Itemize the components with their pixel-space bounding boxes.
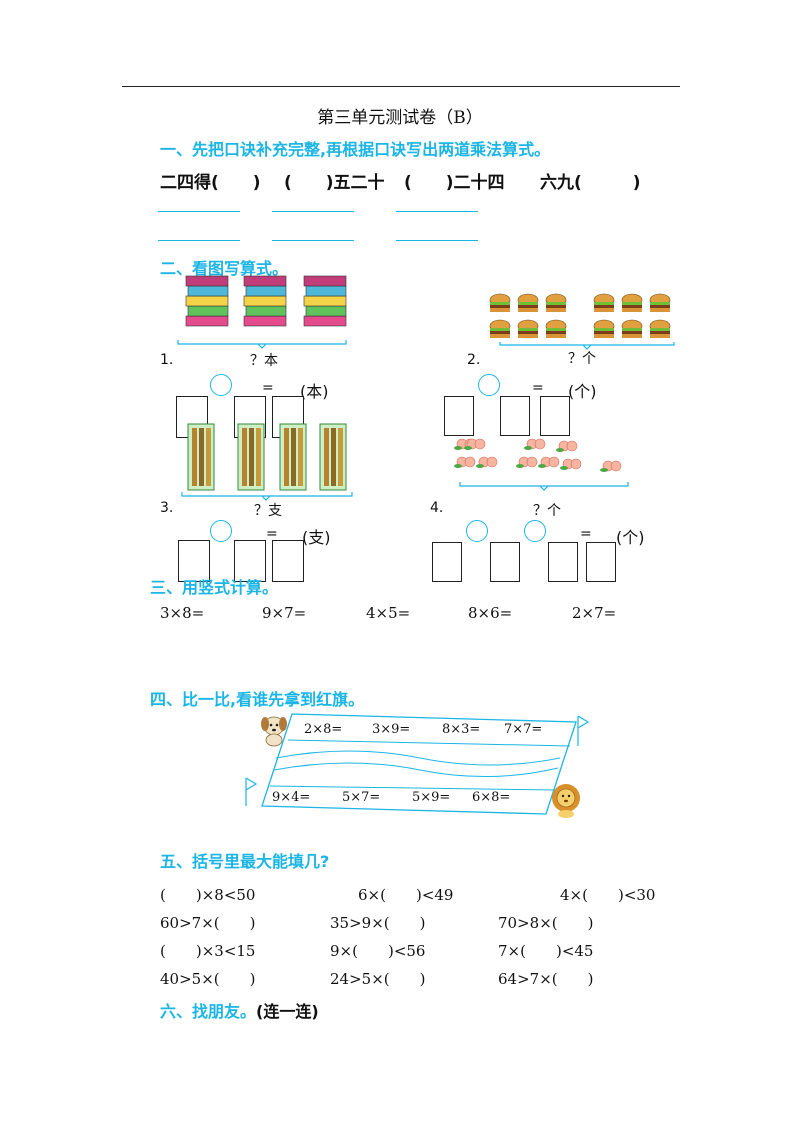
answer-box[interactable] bbox=[500, 396, 530, 436]
unit-label: (个) bbox=[568, 382, 597, 401]
p3-brace-label: ？支 bbox=[254, 503, 282, 519]
answer-box[interactable] bbox=[234, 540, 266, 582]
ineq-item[interactable]: 24>5×( ) bbox=[330, 970, 426, 988]
answer-line[interactable] bbox=[158, 211, 240, 212]
equals-sign: = bbox=[580, 526, 592, 542]
ineq-item[interactable]: ( )×8<50 bbox=[160, 886, 256, 904]
section1-heading: 一、先把口诀补充完整,再根据口诀写出两道乘法算式。 bbox=[160, 140, 551, 159]
calc-item: 8×6= bbox=[468, 604, 513, 622]
ineq-item[interactable]: 9×( )<56 bbox=[330, 942, 426, 960]
page-title: 第三单元测试卷（B） bbox=[317, 108, 483, 128]
s1-item-4[interactable]: 六九( ) bbox=[540, 173, 641, 193]
flag-icon bbox=[577, 715, 590, 746]
answer-box[interactable] bbox=[272, 540, 304, 582]
equals-sign: = bbox=[266, 526, 278, 542]
flag-icon bbox=[245, 777, 258, 806]
section6-heading: 六、找朋友。(连一连) bbox=[160, 998, 319, 1022]
answer-line[interactable] bbox=[272, 240, 354, 241]
calc-item: 3×8= bbox=[160, 604, 205, 622]
answer-box[interactable] bbox=[432, 542, 462, 582]
p1-number: 1. bbox=[160, 352, 174, 368]
answer-line[interactable] bbox=[272, 211, 354, 212]
equals-sign: = bbox=[262, 380, 274, 396]
top-rule bbox=[122, 86, 680, 87]
p2-brace-label: ？个 bbox=[568, 351, 596, 367]
race-item: 6×8= bbox=[472, 790, 511, 805]
dog-icon bbox=[261, 716, 287, 747]
calc-item: 9×7= bbox=[262, 604, 307, 622]
equals-sign: = bbox=[532, 380, 544, 396]
unit-label: (本) bbox=[300, 382, 329, 401]
race-item: 2×8= bbox=[304, 722, 343, 737]
ineq-item[interactable]: 6×( )<49 bbox=[358, 886, 454, 904]
ineq-item[interactable]: 7×( )<45 bbox=[498, 942, 594, 960]
s1-item-1[interactable]: 二四得( ) bbox=[160, 173, 261, 193]
ineq-item[interactable]: 70>8×( ) bbox=[498, 914, 594, 932]
p3-number: 3. bbox=[160, 500, 174, 516]
ineq-item[interactable]: 40>5×( ) bbox=[160, 970, 256, 988]
race-item: 9×4= bbox=[272, 790, 311, 805]
answer-box[interactable] bbox=[178, 540, 210, 582]
crayons-picture bbox=[181, 423, 353, 501]
operator-circle[interactable] bbox=[524, 520, 546, 542]
answer-box[interactable] bbox=[548, 542, 578, 582]
book-stack-icon bbox=[243, 275, 287, 327]
book-stack-icon bbox=[185, 275, 229, 327]
p4-brace-label: ？个 bbox=[533, 503, 561, 519]
answer-box[interactable] bbox=[490, 542, 520, 582]
peaches-picture bbox=[453, 438, 629, 491]
calc-item: 2×7= bbox=[572, 604, 617, 622]
section5-heading: 五、括号里最大能填几? bbox=[160, 852, 330, 871]
answer-line[interactable] bbox=[158, 240, 240, 241]
p1-brace-label: ？本 bbox=[250, 353, 278, 369]
book-stack-icon bbox=[303, 275, 347, 327]
operator-circle[interactable] bbox=[478, 374, 500, 396]
unit-label: (个) bbox=[616, 528, 645, 547]
s1-item-2[interactable]: ( )五二十 bbox=[284, 173, 385, 193]
books-picture bbox=[177, 275, 347, 349]
ineq-item[interactable]: 35>9×( ) bbox=[330, 914, 426, 932]
operator-circle[interactable] bbox=[210, 374, 232, 396]
s1-item-3[interactable]: ( )二十四 bbox=[404, 173, 505, 193]
burgers-picture bbox=[489, 293, 675, 350]
unit-label: (支) bbox=[302, 528, 331, 547]
answer-line[interactable] bbox=[396, 240, 478, 241]
operator-circle[interactable] bbox=[466, 520, 488, 542]
section3-heading: 三、用竖式计算。 bbox=[150, 578, 279, 597]
ineq-item[interactable]: 64>7×( ) bbox=[498, 970, 594, 988]
lion-icon bbox=[552, 784, 580, 818]
section6-title: 六、找朋友。 bbox=[160, 1002, 257, 1021]
race-item: 5×9= bbox=[412, 790, 451, 805]
race-item: 3×9= bbox=[372, 722, 411, 737]
p2-number: 2. bbox=[467, 352, 481, 368]
section4-heading: 四、比一比,看谁先拿到红旗。 bbox=[150, 690, 365, 709]
operator-circle[interactable] bbox=[210, 520, 232, 542]
race-item: 5×7= bbox=[342, 790, 381, 805]
race-item: 8×3= bbox=[442, 722, 481, 737]
answer-line[interactable] bbox=[396, 211, 478, 212]
answer-box[interactable] bbox=[586, 542, 616, 582]
ineq-item[interactable]: 60>7×( ) bbox=[160, 914, 256, 932]
ineq-item[interactable]: ( )×3<15 bbox=[160, 942, 256, 960]
answer-box[interactable] bbox=[540, 396, 570, 436]
answer-box[interactable] bbox=[444, 396, 474, 436]
race-item: 7×7= bbox=[504, 722, 543, 737]
race-track bbox=[245, 713, 590, 815]
section6-note: (连一连) bbox=[256, 1002, 319, 1021]
ineq-item[interactable]: 4×( )<30 bbox=[560, 886, 656, 904]
calc-item: 4×5= bbox=[366, 604, 411, 622]
p4-number: 4. bbox=[430, 500, 444, 516]
section2-heading: 二、看图写算式。 bbox=[160, 259, 289, 278]
